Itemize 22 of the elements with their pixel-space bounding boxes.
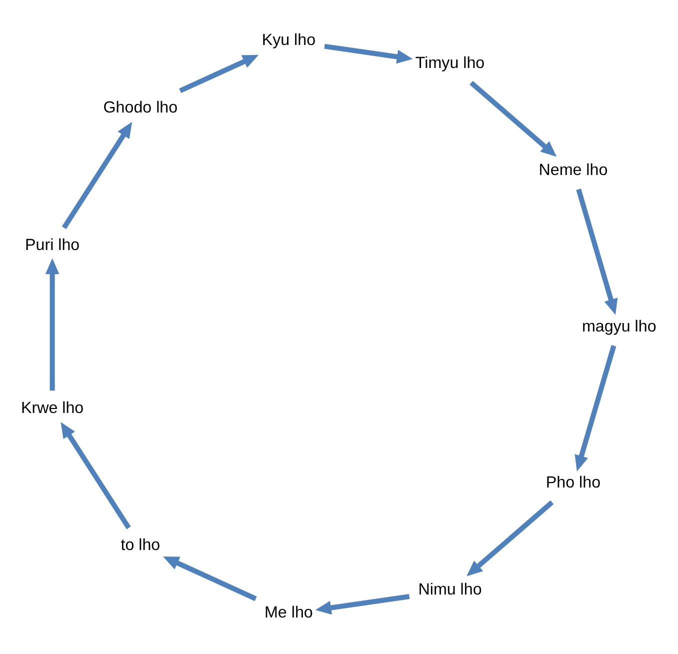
arrow xyxy=(60,421,131,529)
node-text: Puri lho xyxy=(24,235,80,254)
arrow xyxy=(163,556,257,601)
arrow xyxy=(574,344,616,471)
arrow xyxy=(576,188,618,314)
node-text: Pho lho xyxy=(546,473,601,492)
arrow xyxy=(466,500,554,576)
arrow xyxy=(45,258,60,390)
arrow xyxy=(62,121,132,229)
node-text: magyu lho xyxy=(582,316,656,335)
arrow xyxy=(324,43,413,64)
node-text: Ghodo lho xyxy=(103,98,178,116)
node-text: Timyu lho xyxy=(415,54,485,72)
node-text: Kyu lho xyxy=(262,30,316,48)
arrow xyxy=(470,80,557,156)
node-text: Krwe lho xyxy=(20,398,84,416)
node-text: Neme lho xyxy=(538,160,608,178)
node-text: Me lho xyxy=(264,603,313,622)
node-text: Nimu lho xyxy=(418,580,482,598)
arrow xyxy=(315,594,410,614)
node-text: to lho xyxy=(120,535,160,554)
arrow xyxy=(179,54,259,93)
